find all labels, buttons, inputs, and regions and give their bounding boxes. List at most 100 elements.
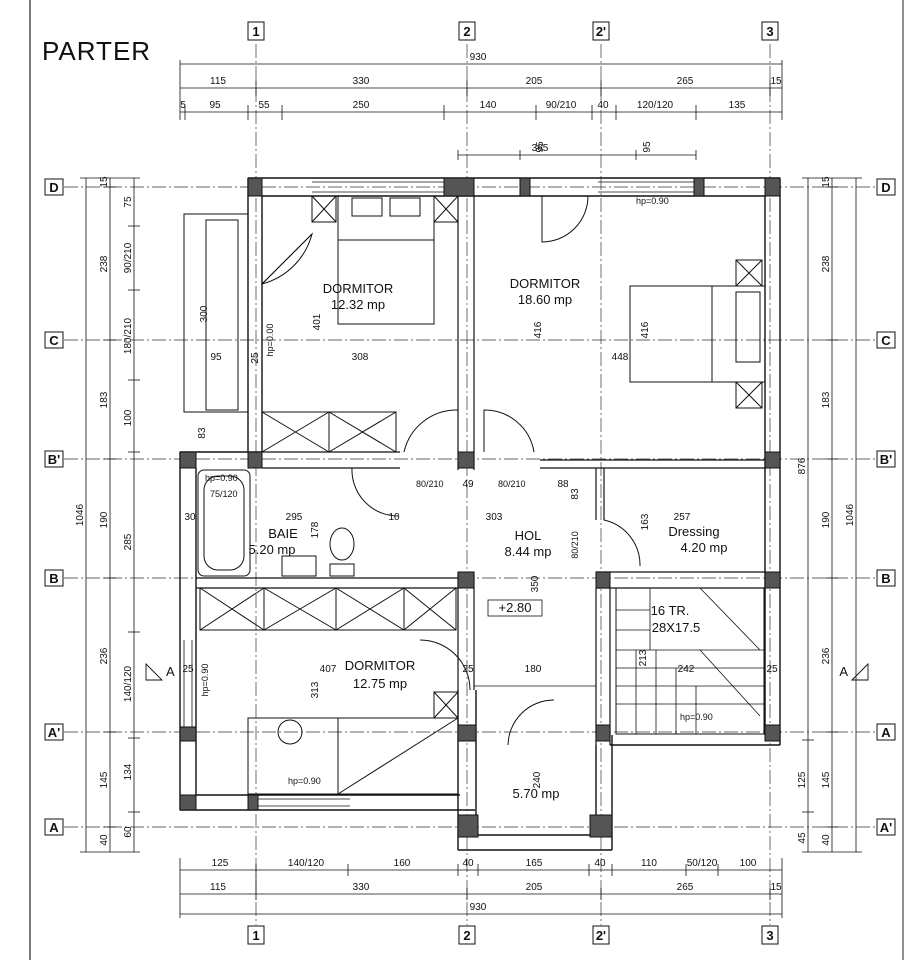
dim-bot-r2-1: 330 bbox=[353, 882, 370, 893]
dim-int-21: 313 bbox=[310, 681, 321, 698]
dim-top-r2-6: 40 bbox=[597, 100, 609, 111]
dim-left-total: 1046 bbox=[75, 503, 86, 526]
interior-walls bbox=[196, 196, 765, 745]
dim-int-22: 180 bbox=[525, 664, 542, 675]
section-marker-right: A bbox=[839, 664, 848, 679]
note-door-3: 80/210 bbox=[570, 531, 580, 559]
dim-left-i3: 100 bbox=[123, 409, 134, 426]
dim-top-total: 930 bbox=[470, 52, 487, 63]
dim-left-o2: 183 bbox=[99, 391, 110, 408]
dim-int-16: 49 bbox=[462, 479, 474, 490]
note-hp-left: hp=0.90 bbox=[200, 664, 210, 697]
dim-left-o1: 238 bbox=[99, 255, 110, 272]
room-area-2: 18.60 mp bbox=[518, 292, 572, 307]
axis-D-left: D bbox=[49, 180, 58, 195]
room-name-3: BAIE bbox=[268, 526, 298, 541]
dim-int-27: 25 bbox=[462, 664, 474, 675]
dim-right-o1: 238 bbox=[821, 255, 832, 272]
axis-2-top: 2 bbox=[463, 24, 470, 39]
level-mark: +2.80 bbox=[499, 600, 532, 615]
dim-int-7: 25 bbox=[250, 352, 261, 364]
axis-D-right: D bbox=[881, 180, 890, 195]
room-name-2: DORMITOR bbox=[510, 276, 581, 291]
axis-3-bottom: 3 bbox=[766, 928, 773, 943]
dim-right-o5: 145 bbox=[821, 771, 832, 788]
dim-bot-r1-4: 165 bbox=[526, 858, 543, 869]
dim-top-r1-4: 15 bbox=[770, 76, 782, 87]
dim-bot-r2-0: 115 bbox=[210, 882, 226, 893]
note-hp-bath: hp=0.90 bbox=[205, 473, 238, 483]
dim-bot-r1-7: 50/120 bbox=[687, 858, 718, 869]
dim-int-26: 25 bbox=[182, 664, 194, 675]
dim-right-o0: 15 bbox=[821, 176, 832, 188]
level-box bbox=[487, 599, 543, 617]
room-name-5: Dressing bbox=[668, 524, 719, 539]
dim-int-12: 257 bbox=[674, 512, 691, 523]
dim-top-r2-1: 95 bbox=[209, 100, 221, 111]
dim-int-28: 25 bbox=[766, 664, 778, 675]
axis-Ap-right: A' bbox=[880, 820, 892, 835]
dim-int-14: 350 bbox=[530, 575, 541, 592]
dim-top-r3-2: 95 bbox=[642, 141, 653, 153]
stairs-size: 28X17.5 bbox=[652, 620, 700, 635]
furniture bbox=[183, 195, 766, 795]
dim-int-20: 407 bbox=[320, 664, 337, 675]
left-dimensions bbox=[80, 177, 140, 853]
note-hp-000: hp=0.00 bbox=[265, 324, 275, 357]
axis-labels-left: D C B' B A' A bbox=[44, 178, 64, 836]
dim-top-r3-1: 365 bbox=[532, 143, 549, 154]
note-door-1: 80/210 bbox=[416, 479, 444, 489]
dim-top-r2-8: 135 bbox=[729, 100, 746, 111]
note-win-bath: 75/120 bbox=[210, 489, 238, 499]
dim-top-r3-0: 95 bbox=[535, 141, 546, 153]
dim-bot-r2-3: 265 bbox=[677, 882, 694, 893]
dim-left-o0: 15 bbox=[99, 176, 110, 188]
dim-int-23: 213 bbox=[638, 649, 649, 666]
dim-top-r2-7: 120/120 bbox=[637, 100, 674, 111]
dim-right-i1: 125 bbox=[797, 771, 808, 788]
dim-int-18: 83 bbox=[570, 488, 581, 500]
dim-int-11: 303 bbox=[486, 512, 503, 523]
dim-bot-r1-8: 100 bbox=[740, 858, 757, 869]
dim-bot-total: 930 bbox=[470, 902, 487, 913]
dim-top-r1-3: 265 bbox=[677, 76, 694, 87]
note-hp-top: hp=0.90 bbox=[636, 196, 669, 206]
dim-int-25: 240 bbox=[532, 771, 543, 788]
dim-int-19: 10 bbox=[388, 512, 400, 523]
dim-right-o4: 236 bbox=[821, 647, 832, 664]
dim-top-r2-3: 250 bbox=[353, 100, 370, 111]
bottom-dimensions bbox=[179, 858, 783, 918]
room-area-5: 4.20 mp bbox=[681, 540, 728, 555]
axis-A-right: A bbox=[881, 725, 891, 740]
axis-C-right: C bbox=[881, 333, 891, 348]
dim-right-o3: 190 bbox=[821, 511, 832, 528]
dim-right-o6: 40 bbox=[821, 834, 832, 846]
dim-int-9: 30 bbox=[184, 512, 196, 523]
dim-left-i0: 75 bbox=[123, 196, 134, 208]
dim-int-0: 300 bbox=[199, 305, 210, 322]
dim-bot-r1-2: 160 bbox=[394, 858, 411, 869]
axis-A-left: A bbox=[49, 820, 59, 835]
axis-labels-bottom: 1 2 2' 3 bbox=[247, 925, 779, 945]
dim-left-o6: 40 bbox=[99, 834, 110, 846]
dim-int-6: 448 bbox=[612, 352, 629, 363]
dim-int-4: 95 bbox=[210, 352, 222, 363]
dim-top-r2-5: 90/210 bbox=[546, 100, 577, 111]
axis-B-left: B bbox=[49, 571, 58, 586]
note-hp-bed3: hp=0.90 bbox=[288, 776, 321, 786]
section-marker-left: A bbox=[166, 664, 175, 679]
room-area-7: 5.70 mp bbox=[513, 786, 560, 801]
dim-int-24: 242 bbox=[678, 664, 695, 675]
room-area-1: 12.32 mp bbox=[331, 297, 385, 312]
room-area-4: 8.44 mp bbox=[505, 544, 552, 559]
dim-int-10: 295 bbox=[286, 512, 303, 523]
dim-left-o5: 145 bbox=[99, 771, 110, 788]
dim-bot-r2-4: 15 bbox=[770, 882, 782, 893]
room-area-3: 5.20 mp bbox=[249, 542, 296, 557]
dim-left-o4: 236 bbox=[99, 647, 110, 664]
dim-int-5: 308 bbox=[352, 352, 369, 363]
dim-left-i7: 60 bbox=[123, 826, 134, 838]
axis-Ap-left: A' bbox=[48, 725, 60, 740]
dim-bot-r1-1: 140/120 bbox=[288, 858, 325, 869]
